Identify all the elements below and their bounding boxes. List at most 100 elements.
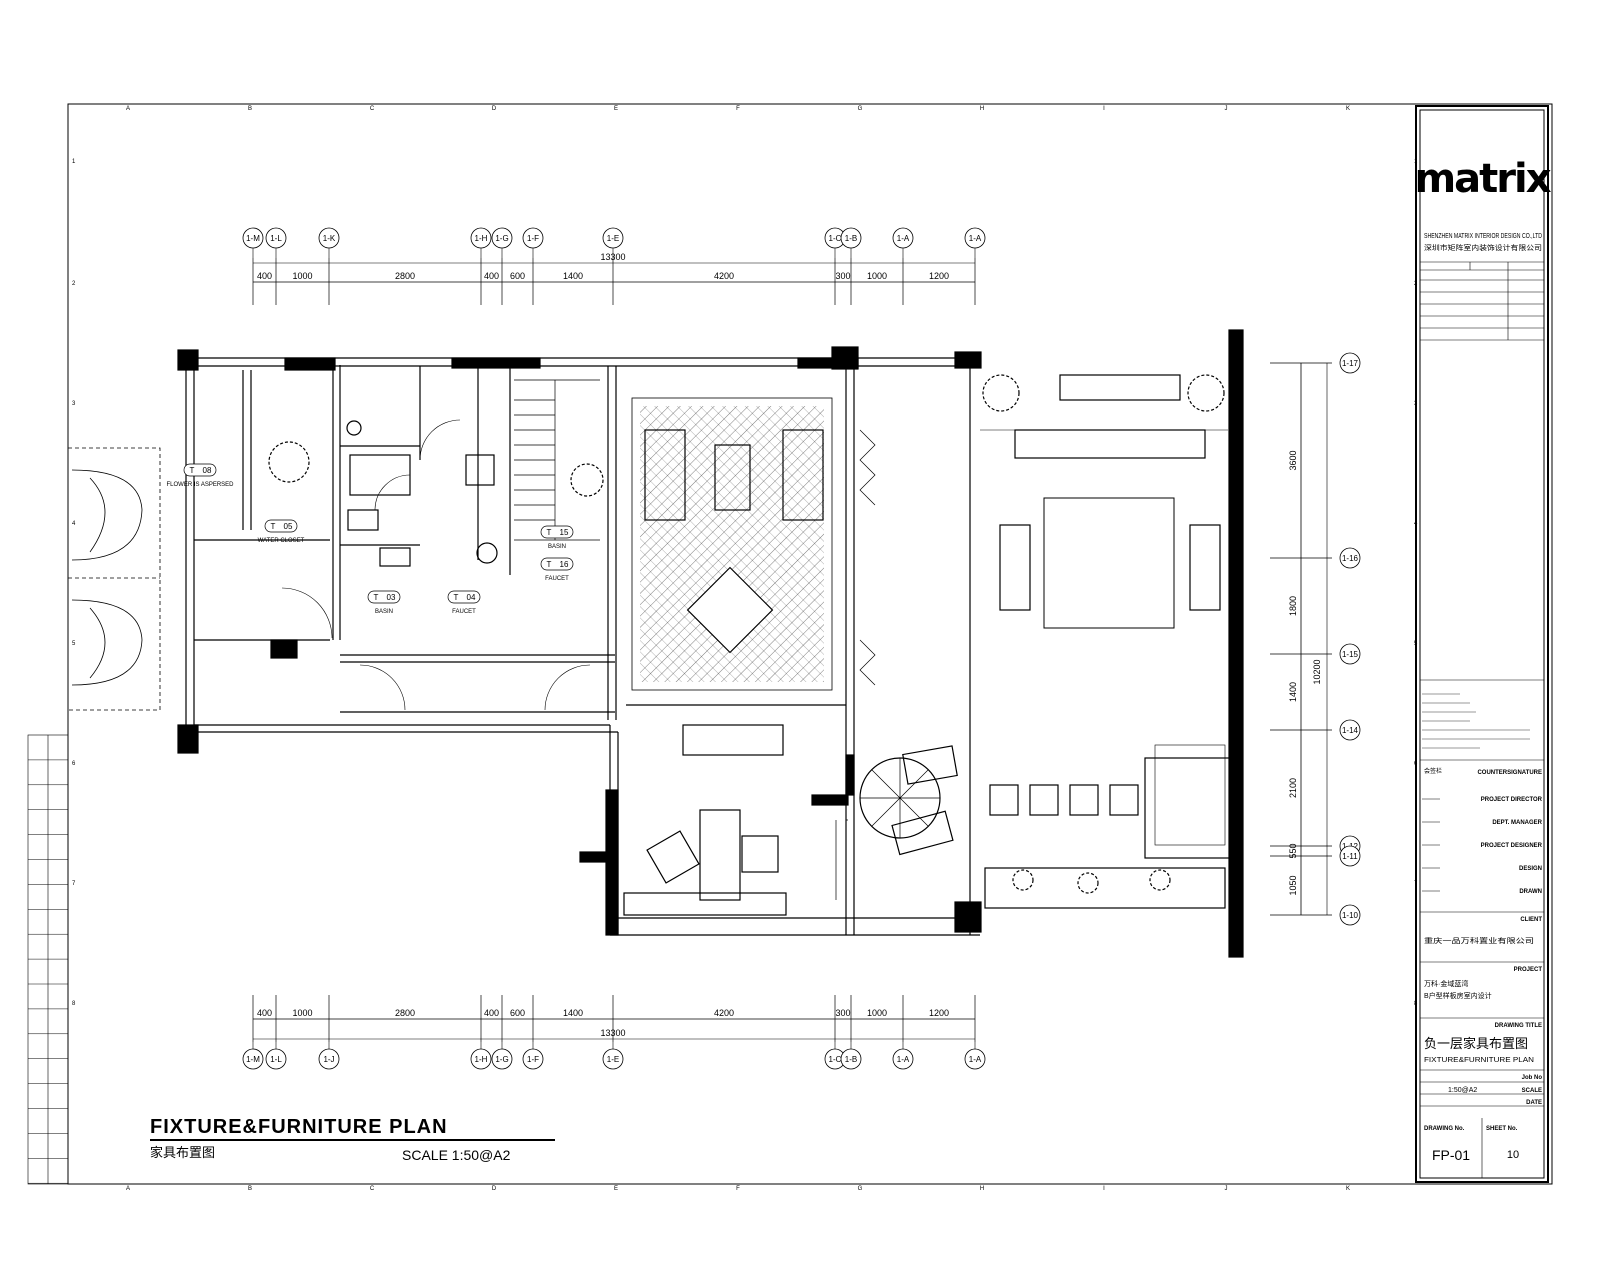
dimension-value: 300 xyxy=(835,271,850,281)
grid-letter: D xyxy=(492,1186,497,1192)
grid-letter: H xyxy=(980,1186,984,1192)
axis-bubble xyxy=(1339,719,1361,741)
grid-letter: C xyxy=(370,106,375,112)
date-label: DATE xyxy=(1526,1100,1542,1106)
grid-letter: F xyxy=(736,106,740,112)
grid-letter: C xyxy=(370,1186,375,1192)
axis-bubble xyxy=(1339,904,1361,926)
dimension-value: 2100 xyxy=(1288,778,1298,798)
grid-letter: I xyxy=(1103,106,1105,112)
grid-number: 3 xyxy=(72,401,76,407)
fixture-tag-number: 05 xyxy=(284,522,293,531)
fixture-tag-text: FAUCET xyxy=(545,576,569,582)
fixture-tag-number: 03 xyxy=(387,593,396,602)
grid-letter: K xyxy=(1346,1186,1350,1192)
axis-bubble-label: 1-H xyxy=(475,234,488,243)
grid-letter: I xyxy=(1103,1186,1105,1192)
fixture-tag xyxy=(540,525,574,539)
fixture-tag-number: 15 xyxy=(560,528,569,537)
axis-bubble-label: 1-16 xyxy=(1342,554,1359,563)
dimension-value: 1000 xyxy=(867,271,887,281)
grid-letter: H xyxy=(980,106,984,112)
axis-bubble-label: 1-B xyxy=(845,234,857,243)
grid-number: 8 xyxy=(72,1001,76,1007)
dimension-value: 400 xyxy=(484,1008,499,1018)
axis-bubble-label: 1-C xyxy=(829,234,842,243)
fixture-tag-code: T xyxy=(271,522,276,531)
fixture-tag-number: 08 xyxy=(203,466,212,475)
axis-bubble-label: 1-10 xyxy=(1342,911,1359,920)
axis-bubble-label: 1-C xyxy=(829,1055,842,1064)
grid-letter: B xyxy=(248,106,252,112)
axis-bubble-label: 1-15 xyxy=(1342,650,1359,659)
dimension-value: 400 xyxy=(257,271,272,281)
axis-bubble-label: 1-G xyxy=(495,1055,508,1064)
plan-scale: SCALE 1:50@A2 xyxy=(402,1147,511,1163)
grid-letter: K xyxy=(1346,106,1350,112)
company-name-zh: 深圳市矩阵室内装饰设计有限公司 xyxy=(1424,243,1542,252)
dimension-value: 400 xyxy=(484,271,499,281)
dimension-value: 4200 xyxy=(714,1008,734,1018)
grid-letter: A xyxy=(126,1186,130,1192)
dimension-value: 2800 xyxy=(395,271,415,281)
axis-bubble-label: 1-M xyxy=(246,1055,260,1064)
fixture-tag xyxy=(447,590,481,604)
title-block-role: PROJECT DIRECTOR xyxy=(1481,797,1543,803)
axis-bubble xyxy=(1339,547,1361,569)
axis-bubble-label: 1-A xyxy=(897,234,910,243)
scale-label: SCALE xyxy=(1522,1088,1542,1094)
fixture-tag xyxy=(540,557,574,571)
sheet-no-label: SHEET No. xyxy=(1486,1126,1518,1132)
sheet-number: 10 xyxy=(1507,1149,1519,1161)
dimension-value: 1200 xyxy=(929,1008,949,1018)
grid-letter: J xyxy=(1225,1186,1228,1192)
title-block-role: DESIGN xyxy=(1519,866,1542,872)
axis-bubbles: 1-M1-M1-L1-L1-K1-J1-H1-H1-G1-G1-F1-F1-E1… xyxy=(242,227,1361,1070)
fixture-tag xyxy=(367,590,401,604)
job-no-label: Job No xyxy=(1522,1075,1543,1081)
countersignature-zh: 会签栏 xyxy=(1424,767,1442,775)
dimension-value: 2800 xyxy=(395,1008,415,1018)
floor-plan xyxy=(67,329,1244,958)
axis-bubble xyxy=(1339,643,1361,665)
grid-letter: E xyxy=(614,106,618,112)
title-block-role: DRAWN xyxy=(1519,889,1542,895)
dimension-value: 1400 xyxy=(1288,682,1298,702)
drawing-title-zh: 负一层家具布置图 xyxy=(1424,1036,1528,1051)
axis-bubble xyxy=(1339,352,1361,374)
grid-letter: D xyxy=(492,106,497,112)
drawing-title-label: DRAWING TITLE xyxy=(1495,1023,1542,1029)
fixture-tag-text: WATER CLOSET xyxy=(258,538,305,544)
axis-bubble-label: 1-A xyxy=(969,234,982,243)
axis-bubble-label: 1-17 xyxy=(1342,359,1359,368)
axis-bubble-label: 1-F xyxy=(527,234,539,243)
dimension-value: 1050 xyxy=(1288,875,1298,895)
axis-bubble-label: 1-G xyxy=(495,234,508,243)
dimension-value: 1000 xyxy=(292,271,312,281)
axis-bubble-label: 1-L xyxy=(270,1055,282,1064)
axis-bubble-label: 1-F xyxy=(527,1055,539,1064)
fixture-tag xyxy=(183,463,217,477)
grid-number: 2 xyxy=(72,281,76,287)
axis-bubble-label: 1-K xyxy=(323,234,336,243)
drawing-no-label: DRAWING No. xyxy=(1424,1126,1465,1132)
fixture-tag-code: T xyxy=(547,560,552,569)
project-name-2: B户型样板房室内设计 xyxy=(1424,991,1492,1000)
fixture-tag-text: FLOWER IS ASPERSED xyxy=(166,482,234,488)
axis-bubble-label: 1-B xyxy=(845,1055,857,1064)
fixture-tag-text: BASIN xyxy=(375,609,393,615)
axis-bubble-label: 1-A xyxy=(969,1055,982,1064)
drawing-title-en: FIXTURE&FURNITURE PLAN xyxy=(1424,1057,1534,1064)
axis-bubble-label: 1-11 xyxy=(1342,852,1358,861)
fixture-tag-code: T xyxy=(374,593,379,602)
fixture-tag-text: FAUCET xyxy=(452,609,476,615)
title-block-role: PROJECT DESIGNER xyxy=(1481,843,1543,849)
company-logo: matrix xyxy=(1414,156,1551,202)
grid-letter: A xyxy=(126,106,130,112)
dimension-value: 550 xyxy=(1288,843,1298,858)
